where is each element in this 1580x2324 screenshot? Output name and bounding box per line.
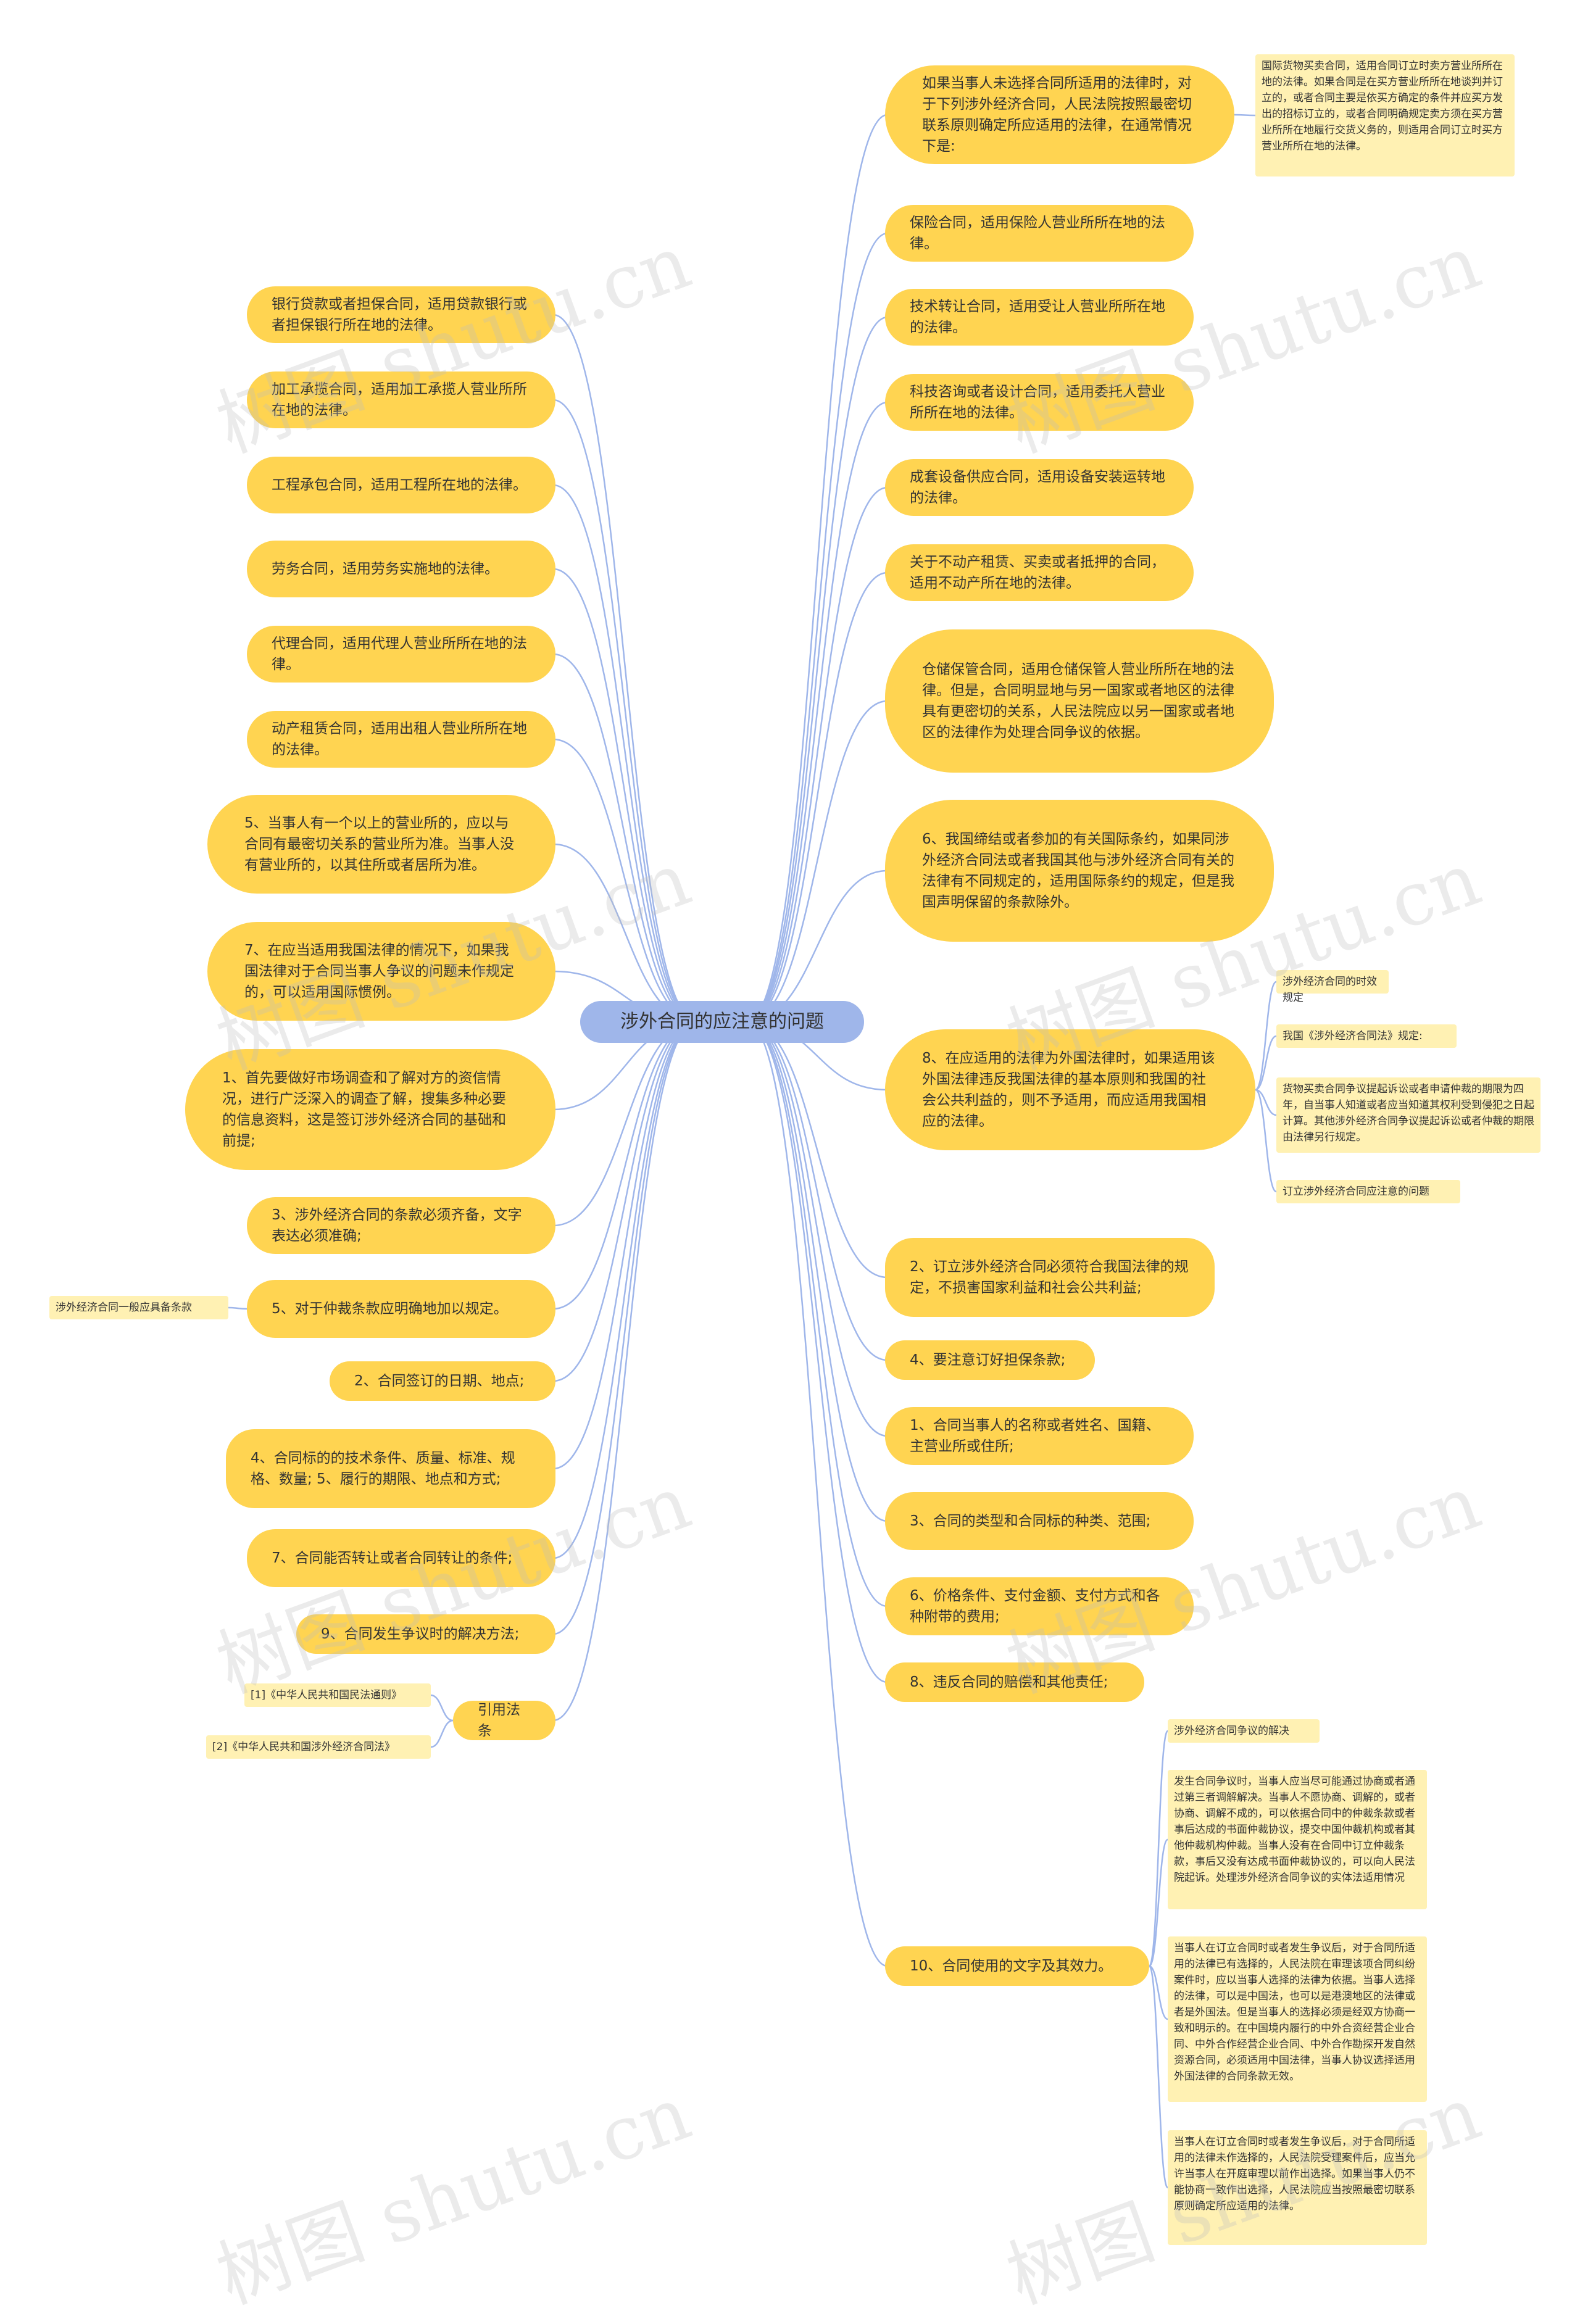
right-branch-node[interactable]: 3、合同的类型和合同标的种类、范围; [885, 1492, 1194, 1550]
detail-note: [2]《中华人民共和国涉外经济合同法》 [206, 1735, 431, 1759]
root-topic[interactable]: 涉外合同的应注意的问题 [580, 1001, 864, 1043]
left-branch-node[interactable]: 7、合同能否转让或者合同转让的条件; [247, 1529, 555, 1587]
left-branch-node[interactable]: 引用法条 [453, 1701, 555, 1740]
connector-line [552, 313, 698, 1023]
detail-note: 货物买卖合同争议提起诉讼或者申请仲裁的期限为四年，自当事人知道或者应当知道其权利… [1276, 1077, 1540, 1153]
note-connector-line [430, 1719, 454, 1748]
connector-line [746, 486, 888, 1023]
connector-line [746, 1021, 888, 1522]
note-connector-line [1148, 1965, 1169, 2189]
detail-note: 订立涉外经济合同应注意的问题 [1276, 1180, 1460, 1203]
left-branch-node[interactable]: 代理合同，适用代理人营业所所在地的法律。 [247, 626, 555, 683]
connector-line [746, 571, 888, 1023]
right-branch-node[interactable]: 6、价格条件、支付金额、支付方式和各种附带的费用; [885, 1577, 1194, 1635]
right-branch-node[interactable]: 10、合同使用的文字及其效力。 [885, 1946, 1149, 1986]
left-branch-node[interactable]: 1、首先要做好市场调查和了解对方的资信情况，进行广泛深入的调查了解，搜集多种必要… [185, 1049, 555, 1170]
detail-note: 发生合同争议时，当事人应当尽可能通过协商或者通过第三者调解解决。当事人不愿协商、… [1168, 1770, 1427, 1909]
connector-line [746, 401, 888, 1023]
connector-line [552, 1021, 698, 1722]
connector-line [746, 114, 888, 1023]
connector-line [746, 232, 888, 1023]
left-branch-node[interactable]: 4、合同标的的技术条件、质量、标准、规格、数量; 5、履行的期限、地点和方式; [226, 1429, 555, 1508]
right-branch-node[interactable]: 8、在应适用的法律为外国法律时，如果适用该外国法律违反我国法律的基本原则和我国的… [885, 1029, 1255, 1150]
connector-line [552, 738, 698, 1023]
right-branch-node[interactable]: 6、我国缔结或者参加的有关国际条约，如果同涉外经济合同法或者我国其他与涉外经济合… [885, 800, 1274, 942]
left-branch-node[interactable]: 动产租赁合同，适用出租人营业所所在地的法律。 [247, 711, 555, 768]
right-branch-node[interactable]: 1、合同当事人的名称或者姓名、国籍、主营业所或住所; [885, 1407, 1194, 1465]
note-connector-line [1255, 1035, 1277, 1091]
right-branch-node[interactable]: 关于不动产租赁、买卖或者抵押的合同，适用不动产所在地的法律。 [885, 544, 1194, 601]
connector-line [746, 1021, 888, 1437]
right-branch-node[interactable]: 保险合同，适用保险人营业所所在地的法律。 [885, 205, 1194, 262]
connector-line [746, 1021, 888, 1683]
left-branch-node[interactable]: 工程承包合同，适用工程所在地的法律。 [247, 457, 555, 513]
connector-line [552, 399, 698, 1023]
detail-note: 国际货物买卖合同，适用合同订立时卖方营业所所在地的法律。如果合同是在买方营业所所… [1255, 54, 1515, 176]
right-branch-node[interactable]: 仓储保管合同，适用仓储保管人营业所所在地的法律。但是，合同明显地与另一国家或者地… [885, 629, 1274, 773]
detail-note: 我国《涉外经济合同法》规定: [1276, 1024, 1457, 1048]
left-branch-node[interactable]: 加工承揽合同，适用加工承揽人营业所所在地的法律。 [247, 371, 555, 428]
connector-line [746, 1021, 888, 1967]
connector-line [746, 1021, 888, 1279]
note-connector-line [430, 1694, 454, 1722]
connector-line [552, 1021, 698, 1470]
left-branch-node[interactable]: 2、合同签订的日期、地点; [330, 1361, 555, 1401]
note-connector-line [1149, 1965, 1168, 2020]
right-branch-node[interactable]: 成套设备供应合同，适用设备安装运转地的法律。 [885, 459, 1194, 516]
detail-note: 当事人在订立合同时或者发生争议后，对于合同所适用的法律已有选择的，人民法院在审理… [1168, 1936, 1427, 2102]
connector-line [552, 484, 698, 1023]
detail-note: 涉外经济合同争议的解决 [1168, 1719, 1320, 1743]
right-branch-node[interactable]: 8、违反合同的赔偿和其他责任; [885, 1662, 1144, 1702]
note-connector-line [1255, 1089, 1277, 1116]
note-connector-line [1148, 1730, 1169, 1967]
detail-note: 涉外经济合同的时效规定 [1276, 970, 1389, 1004]
detail-note: [1]《中华人民共和国民法通则》 [244, 1683, 431, 1707]
note-connector-line [228, 1306, 247, 1310]
connector-line [552, 1021, 698, 1635]
left-branch-node[interactable]: 5、当事人有一个以上的营业所的，应以与合同有最密切关系的营业所为准。当事人没有营… [207, 795, 555, 894]
left-branch-node[interactable]: 5、对于仲裁条款应明确地加以规定。 [247, 1280, 555, 1338]
right-branch-node[interactable]: 2、订立涉外经济合同必须符合我国法律的规定，不损害国家利益和社会公共利益; [885, 1238, 1215, 1317]
left-branch-node[interactable]: 3、涉外经济合同的条款必须齐备，文字表达必须准确; [247, 1197, 555, 1254]
note-connector-line [1255, 1089, 1277, 1193]
left-branch-node[interactable]: 9、合同发生争议时的解决方法; [296, 1614, 555, 1654]
right-branch-node[interactable]: 科技咨询或者设计合同，适用委托人营业所所在地的法律。 [885, 374, 1194, 431]
connector-line [552, 1021, 698, 1227]
right-branch-node[interactable]: 4、要注意订好担保条款; [885, 1340, 1095, 1380]
note-connector-line [1148, 1838, 1169, 1967]
connector-line [552, 1021, 698, 1559]
left-branch-node[interactable]: 劳务合同，适用劳务实施地的法律。 [247, 541, 555, 597]
left-branch-node[interactable]: 7、在应当适用我国法律的情况下，如果我国法律对于合同当事人争议的问题未作规定的，… [207, 922, 555, 1021]
right-branch-node[interactable]: 技术转让合同，适用受让人营业所所在地的法律。 [885, 289, 1194, 346]
right-branch-node[interactable]: 如果当事人未选择合同所适用的法律时，对于下列涉外经济合同，人民法院按照最密切联系… [885, 65, 1234, 164]
left-branch-node[interactable]: 银行贷款或者担保合同，适用贷款银行或者担保银行所在地的法律。 [247, 286, 555, 343]
note-connector-line [1255, 981, 1277, 1091]
connector-line [552, 568, 698, 1023]
detail-note: 当事人在订立合同时或者发生争议后，对于合同所适用的法律未作选择的，人民法院受理案… [1168, 2130, 1427, 2245]
detail-note: 涉外经济合同一般应具备条款 [49, 1296, 228, 1319]
connector-line [746, 316, 888, 1023]
connector-line [746, 1021, 888, 1608]
